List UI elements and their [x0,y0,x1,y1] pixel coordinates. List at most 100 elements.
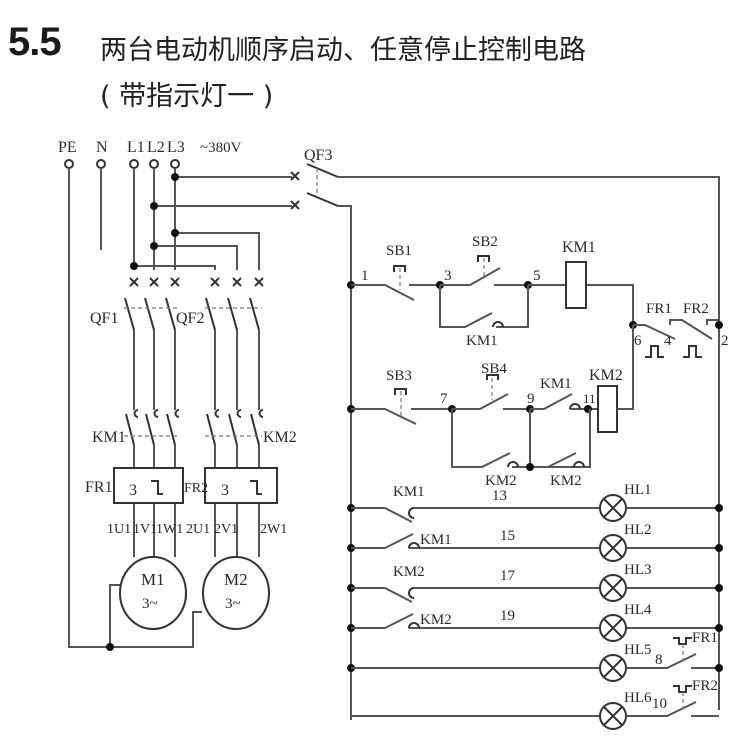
wire [351,507,600,523]
row-km1: 1 SB1 3 SB2 5 KM1 KM1 6 4 2 FR1 FR2 [347,234,729,358]
aux-contact-icon [408,622,420,629]
km1-coil [565,261,587,309]
l1-to-qf2 [134,265,216,270]
km1-hold-label: KM1 [466,333,498,349]
motor-m1-label: M1 [141,570,165,589]
aux-contact-icon [507,461,519,468]
l2-to-qf2 [154,245,238,270]
fr2-box [204,467,278,504]
node-label: 8 [655,652,663,668]
arc-chute-icon [174,409,180,418]
junction [715,504,723,512]
contactors-km1-km2 [124,409,264,557]
fr-contact-wire [626,653,719,669]
x-mark-icon [129,277,139,287]
lamp-cross [603,618,623,638]
node-label: 19 [500,608,515,624]
lamp-label: HL1 [624,482,652,498]
fr1-contact-label: FR1 [646,301,672,317]
junction [715,584,723,592]
diagram-title: 两台电动机顺序启动、任意停止控制电路 [100,35,586,66]
wire [452,393,530,410]
fr1-main-label: FR1 [85,479,113,496]
km2-coil-label: KM2 [589,367,623,384]
lamp-cross [603,498,623,518]
row-km2: SB3 7 SB4 9 KM1 11 KM2 KM2 KM2 [347,325,634,489]
pe-wire [68,168,202,648]
lamp-label: HL3 [624,562,652,578]
power-terminals: PE N L1 L2 L3 ~380V [58,139,242,169]
terminal-label-l3: L3 [167,139,185,156]
node-6: 6 [634,333,642,349]
node-label: 13 [492,488,507,504]
sb1-label: SB1 [386,243,412,259]
junction [715,544,723,552]
motor-m1 [119,556,187,630]
lamp-cross [603,658,623,678]
motor-m1-type: 3~ [142,596,158,612]
lamp-cross [603,578,623,598]
l3-to-qf2 [175,232,260,270]
lamp-cross [603,706,623,726]
thermal-symbol-icon [645,345,664,358]
breaker-blade [124,297,135,331]
node-label: 15 [500,528,515,544]
qf1-label: QF1 [90,310,118,327]
fr2-main-label: FR2 [184,481,208,496]
node-1: 1 [361,268,369,284]
junction [715,664,723,672]
contact-blade [228,413,238,446]
aux-contact-icon [569,403,581,410]
lamp-contact-label: KM2 [393,564,425,580]
fr2-contact-label: FR2 [683,301,709,317]
junction [171,229,179,237]
km1-interlock-label: KM1 [540,376,572,392]
wire [351,284,440,301]
thermal-symbol-icon [673,685,692,693]
node-9: 9 [527,391,535,407]
breaker-blade [144,297,155,331]
lamp-cross [603,538,623,558]
x-mark-icon [149,277,159,287]
arc-chute-icon [153,409,159,418]
fr1-box [113,467,184,504]
wire [351,613,600,629]
fr-contacts-wire [633,319,719,340]
thermal-element-icon [250,480,262,495]
terminal-l2 [149,159,159,169]
terminal-l3 [170,159,180,169]
x-mark-icon [290,171,300,181]
breaker-blade [205,297,216,331]
terminal-2v1: 2V1 [214,522,238,537]
x-mark-icon [210,277,220,287]
control-right-bus [338,176,720,710]
junction [526,463,534,471]
qf3-blade [306,163,339,178]
aux-contact-icon [408,587,415,599]
junction [171,173,179,181]
qf2-label: QF2 [176,310,204,327]
node-label: 17 [500,568,516,584]
wire [528,284,634,325]
motor-m2-label: M2 [224,570,248,589]
qf3-label: QF3 [304,147,332,164]
x-mark-icon [290,200,300,210]
node-2: 2 [721,333,729,349]
voltage-label: ~380V [200,140,242,156]
lamp-label: HL2 [624,522,652,538]
breaker-blade [227,297,238,331]
node-4: 4 [664,333,672,349]
terminal-2u1: 2U1 [186,522,210,537]
junction [106,643,114,651]
terminal-pe [64,159,74,169]
motor-m2 [202,556,270,630]
junction [130,262,138,270]
junction [715,321,723,329]
terminal-n [96,159,106,169]
junction [150,202,158,210]
arc-chute-icon [236,409,242,418]
fr1-box-text: 3 [129,482,137,499]
wire [440,267,528,286]
pushbutton-icon [394,388,407,395]
